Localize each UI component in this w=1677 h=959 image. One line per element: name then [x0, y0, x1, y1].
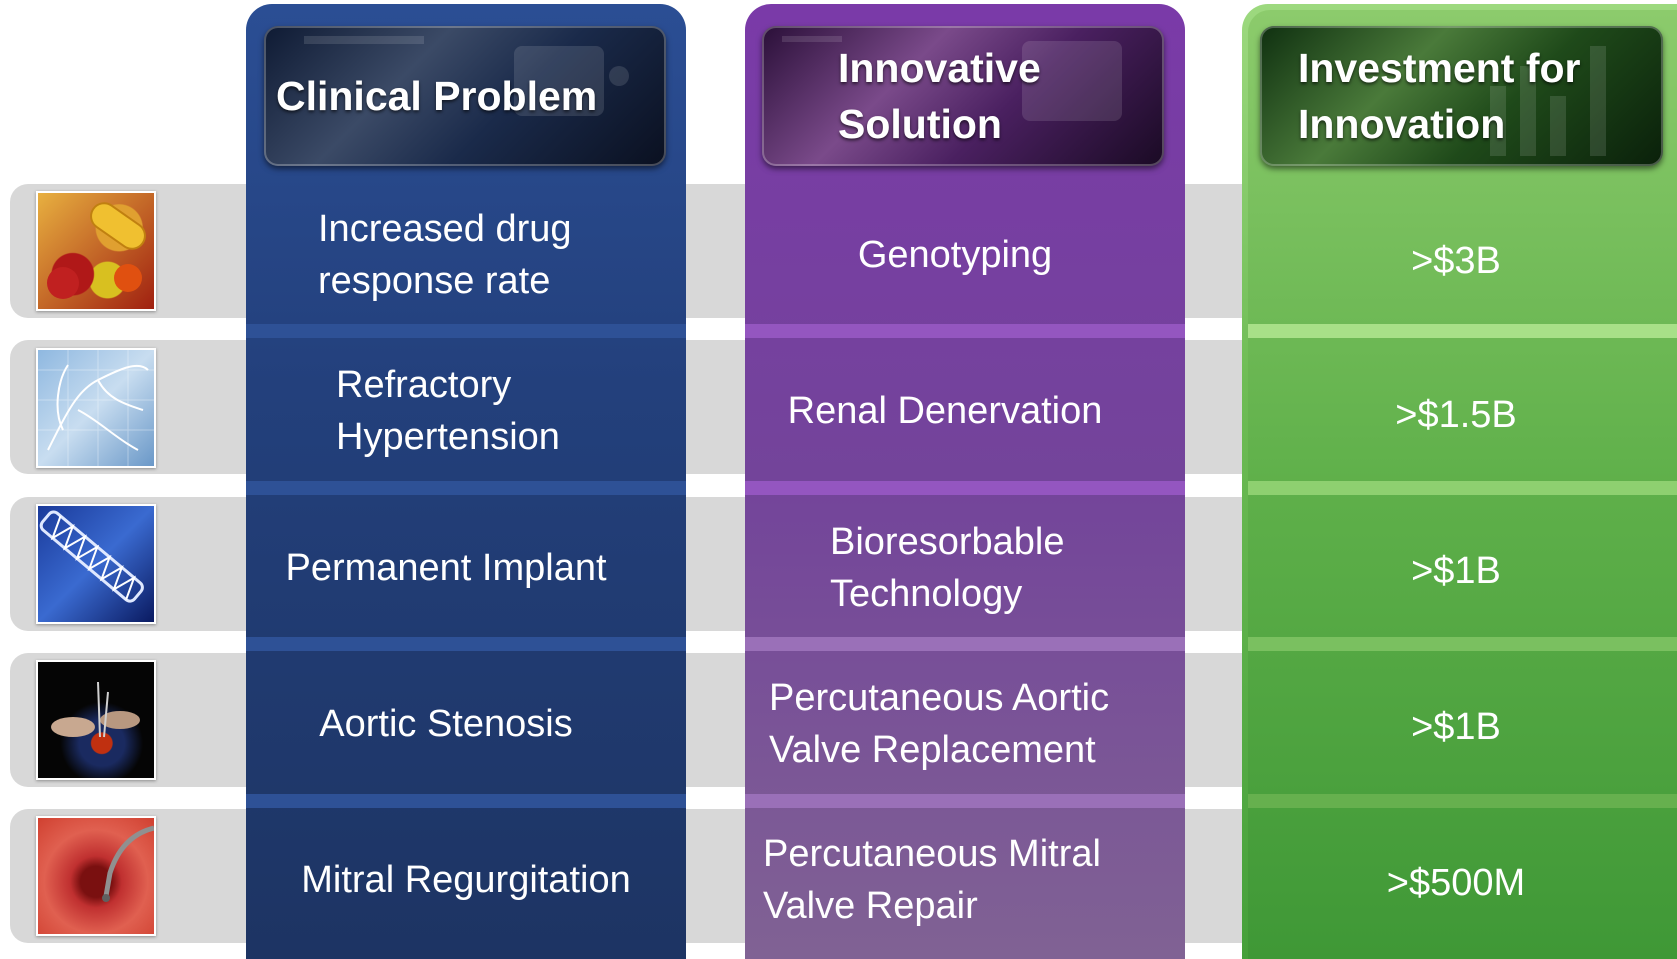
- clinical-problem-header: Clinical Problem: [264, 26, 666, 166]
- row-separator: [1248, 794, 1677, 808]
- problem-cell: Increased drug response rate: [318, 208, 572, 302]
- investment-cell: >$500M: [1386, 862, 1526, 904]
- row-separator: [745, 481, 1185, 495]
- header-label: Innovative Solution: [838, 45, 1041, 147]
- problem-cell: Refractory Hypertension: [336, 364, 560, 458]
- solution-cell: Percutaneous Aortic Valve Replacement: [769, 677, 1110, 771]
- solution-cell: Renal Denervation: [787, 390, 1103, 432]
- problem-cell: Aortic Stenosis: [319, 703, 573, 745]
- header-label: Investment for Innovation: [1298, 45, 1581, 147]
- innovative-solution-header: Innovative Solution: [762, 26, 1164, 166]
- problem-cell: Mitral Regurgitation: [301, 859, 631, 901]
- pills-photo-icon: [36, 191, 156, 311]
- surgery-photo-icon: [36, 660, 156, 780]
- row-separator: [745, 637, 1185, 651]
- heart-valve-photo-icon: [36, 816, 156, 936]
- row-separator: [745, 794, 1185, 808]
- header-label: Clinical Problem: [276, 73, 598, 119]
- row-separator: [1248, 637, 1677, 651]
- solution-cell: Bioresorbable Technology: [830, 521, 1065, 615]
- stent-icon: [36, 504, 156, 624]
- blood-vessel-xray-icon: [36, 348, 156, 468]
- investment-cell: >$3B: [1411, 240, 1501, 282]
- row-separator: [246, 637, 686, 651]
- problem-cell: Permanent Implant: [285, 547, 607, 589]
- investment-cell: >$1.5B: [1395, 394, 1517, 436]
- row-separator: [1248, 324, 1677, 338]
- solution-cell: Genotyping: [857, 234, 1053, 276]
- row-separator: [745, 324, 1185, 338]
- investment-cell: >$1B: [1411, 550, 1501, 592]
- row-separator: [246, 324, 686, 338]
- row-separator: [246, 794, 686, 808]
- row-separator: [1248, 481, 1677, 495]
- solution-cell: Percutaneous Mitral Valve Repair: [763, 833, 1101, 927]
- investment-header: Investment for Innovation: [1260, 26, 1663, 166]
- investment-cell: >$1B: [1411, 706, 1501, 748]
- row-separator: [246, 481, 686, 495]
